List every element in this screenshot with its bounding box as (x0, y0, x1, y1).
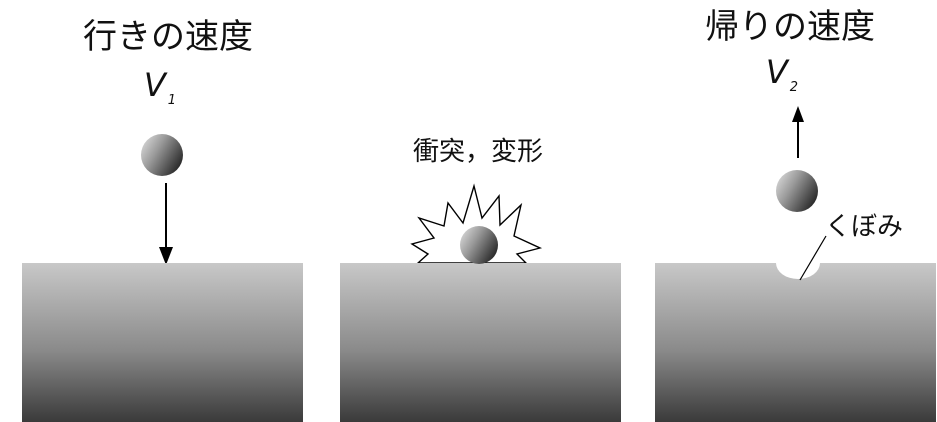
rebound-velocity-subscript: 2 (790, 80, 798, 95)
incoming-velocity-title: 行きの速度 (83, 17, 253, 57)
up-arrow-icon (792, 106, 804, 158)
dent (776, 263, 820, 279)
incoming-ball (141, 134, 183, 176)
collision-caption: 衝突，変形 (413, 137, 543, 167)
impact-burst-icon (410, 183, 543, 264)
dent-leader-line (799, 235, 827, 281)
block-incoming (22, 263, 303, 422)
rebounding-ball (776, 170, 818, 212)
incoming-velocity-subscript: 1 (168, 93, 176, 108)
panel-collision: 衝突，変形 (340, 137, 621, 422)
block-collision (340, 263, 621, 422)
colliding-ball (460, 226, 498, 264)
rebound-velocity-letter: V (766, 53, 790, 91)
incoming-velocity-letter: V (144, 66, 168, 104)
dent-label: くぼみ (825, 212, 903, 242)
block-rebound (655, 263, 936, 422)
down-arrow-icon (159, 183, 173, 265)
rebound-velocity-title: 帰りの速度 (705, 7, 875, 47)
